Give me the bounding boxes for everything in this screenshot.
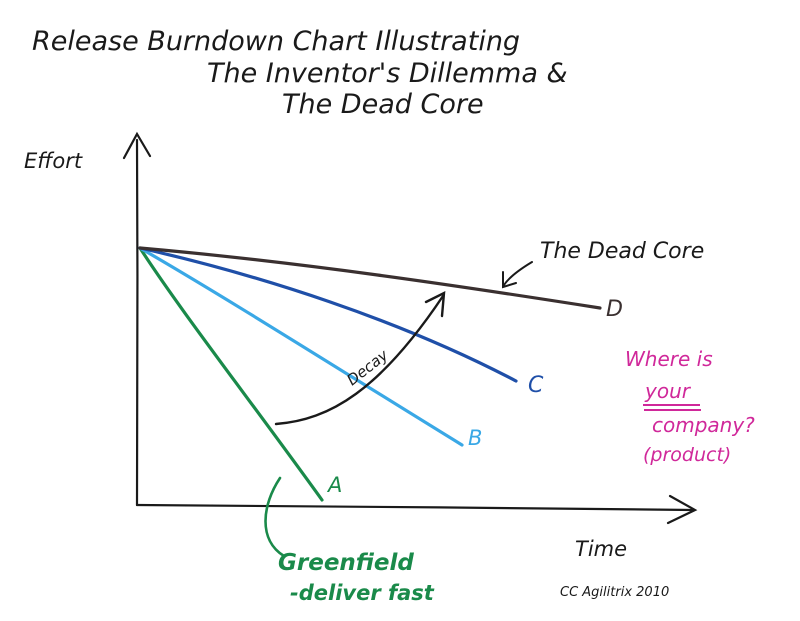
dead-core-pointer-arrow (502, 261, 533, 289)
line-d (138, 246, 602, 310)
line-b (138, 246, 464, 447)
dead-core-label: The Dead Core (540, 239, 704, 264)
line-c (138, 246, 518, 383)
greenfield-line-2: -deliver fast (290, 581, 435, 605)
credit-text: CC Agilitrix 2010 (560, 585, 669, 600)
title-line-1: Release Burndown Chart Illustrating (32, 26, 520, 57)
line-a-label: A (326, 473, 342, 497)
y-axis-arrow-head (122, 131, 152, 160)
question-line-4: (product) (643, 444, 731, 466)
question-line-1: Where is (625, 347, 713, 371)
your-underline (643, 404, 701, 411)
x-axis-arrow-head (666, 494, 698, 525)
axes (122, 131, 698, 525)
question-line-3: company? (652, 413, 755, 437)
title-line-2: The Inventor's Dillemma & (207, 58, 568, 89)
greenfield-line-1: Greenfield (278, 550, 414, 576)
greenfield-brace (264, 476, 286, 558)
x-axis-label: Time (575, 537, 627, 561)
decay-arrow (274, 290, 446, 426)
line-d-label: D (606, 297, 623, 322)
question-line-2: your (644, 379, 692, 403)
line-c-label: C (528, 373, 544, 398)
y-axis-label: Effort (24, 149, 83, 173)
line-a (138, 246, 324, 502)
title-line-3: The Dead Core (282, 89, 484, 120)
x-axis (135, 503, 695, 512)
line-b-label: B (468, 426, 482, 450)
